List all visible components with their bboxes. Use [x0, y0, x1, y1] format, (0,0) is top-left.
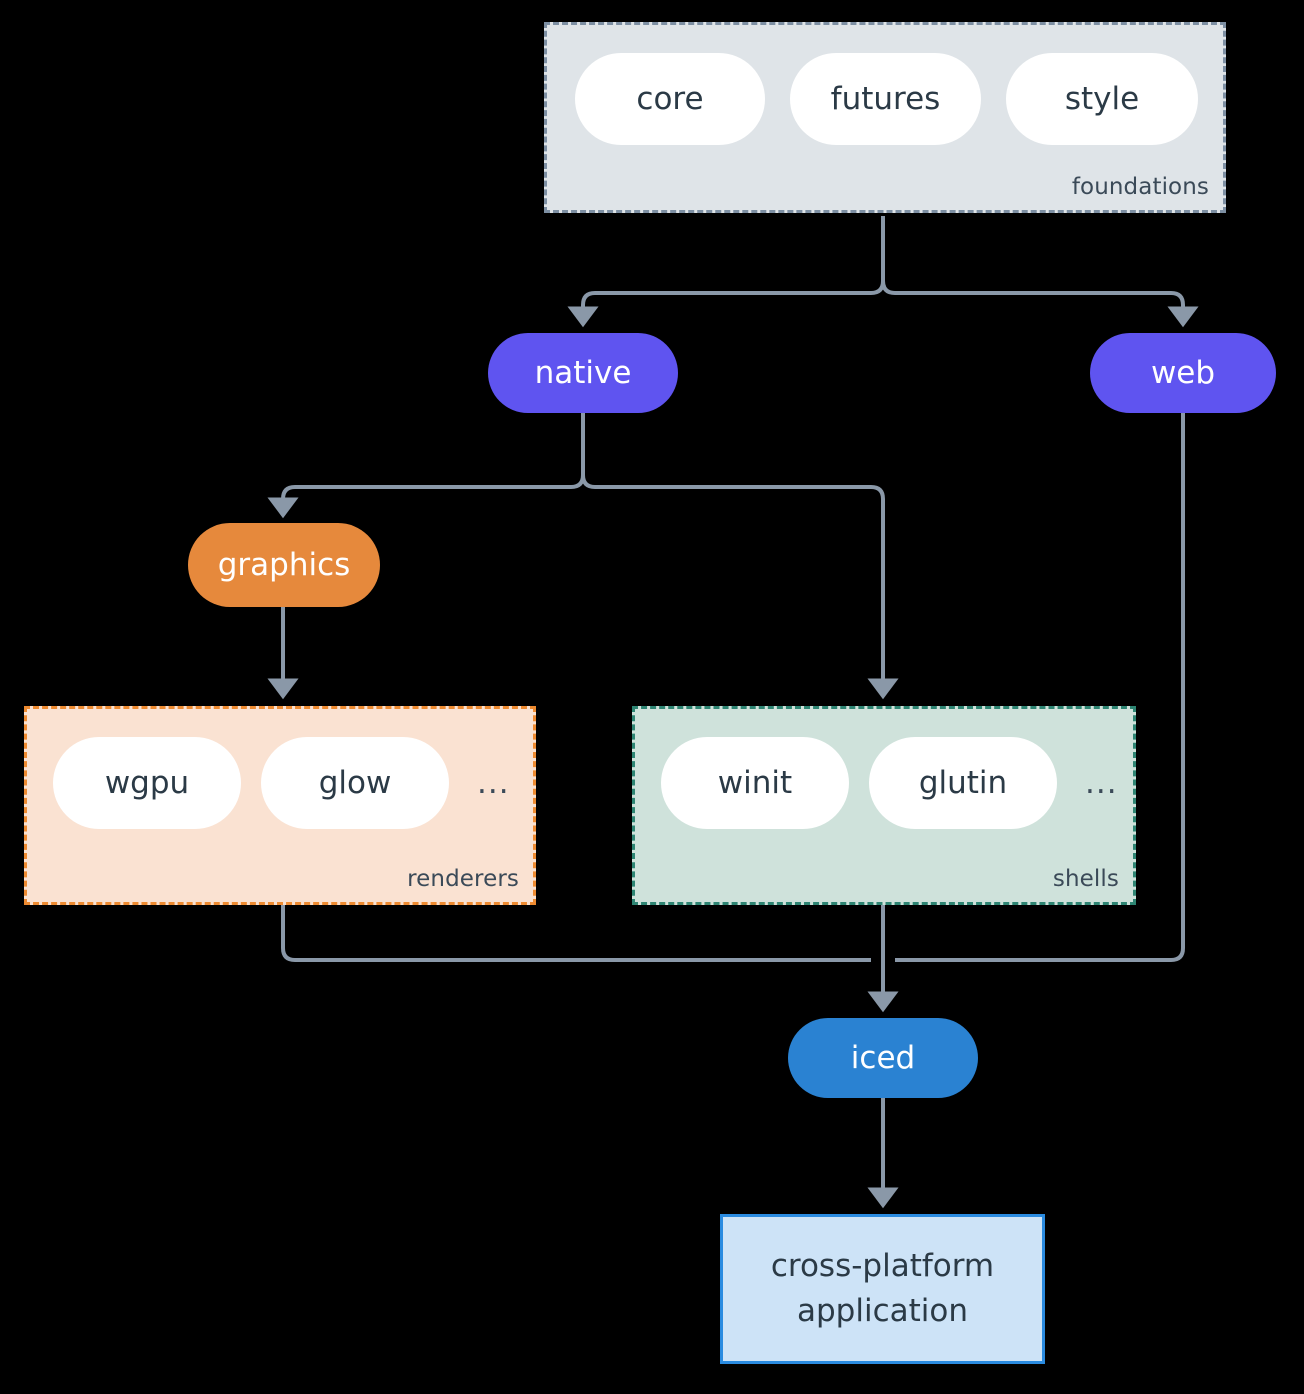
leaf-wgpu-label: wgpu	[104, 765, 190, 801]
group-renderers: wgpu glow ... renderers	[24, 706, 536, 905]
leaf-futures-label: futures	[830, 81, 941, 117]
leaf-core-label: core	[636, 81, 704, 117]
group-shells-label: shells	[1052, 866, 1119, 892]
group-foundations-label: foundations	[1071, 174, 1209, 200]
leaf-glutin[interactable]: glutin	[869, 737, 1057, 829]
leaf-renderers-more: ...	[477, 764, 510, 801]
edge-native-to-graphics	[267, 474, 585, 519]
node-graphics[interactable]: graphics	[188, 523, 380, 607]
edge-foundations-to-web	[881, 280, 1199, 328]
leaf-shells-more: ...	[1085, 764, 1118, 801]
edge-renderers-to-iced	[281, 905, 871, 962]
application-label-line2: application	[797, 1293, 968, 1329]
leaf-wgpu[interactable]: wgpu	[53, 737, 241, 829]
node-iced-label: iced	[850, 1040, 916, 1076]
edge-foundations-to-native	[567, 280, 885, 328]
leaf-winit[interactable]: winit	[661, 737, 849, 829]
node-graphics-label: graphics	[217, 547, 351, 583]
group-renderers-label: renderers	[407, 866, 519, 892]
node-iced[interactable]: iced	[788, 1018, 978, 1098]
leaf-glow[interactable]: glow	[261, 737, 449, 829]
node-native-label: native	[534, 355, 632, 391]
application-label-line1: cross-platform	[770, 1248, 995, 1285]
group-shells: winit glutin ... shells	[632, 706, 1136, 905]
node-cross-platform-application[interactable]: cross-platform application	[720, 1214, 1045, 1364]
leaf-glutin-label: glutin	[918, 765, 1008, 801]
group-foundations: core futures style foundations	[544, 22, 1226, 213]
leaf-futures[interactable]: futures	[790, 53, 981, 145]
node-native[interactable]: native	[488, 333, 678, 413]
node-web[interactable]: web	[1090, 333, 1276, 413]
leaf-winit-label: winit	[717, 765, 793, 801]
node-web-label: web	[1150, 355, 1216, 391]
leaf-style[interactable]: style	[1006, 53, 1198, 145]
edge-native-to-shells	[581, 474, 899, 700]
leaf-core[interactable]: core	[575, 53, 765, 145]
leaf-glow-label: glow	[318, 765, 392, 801]
leaf-style-label: style	[1064, 81, 1140, 117]
